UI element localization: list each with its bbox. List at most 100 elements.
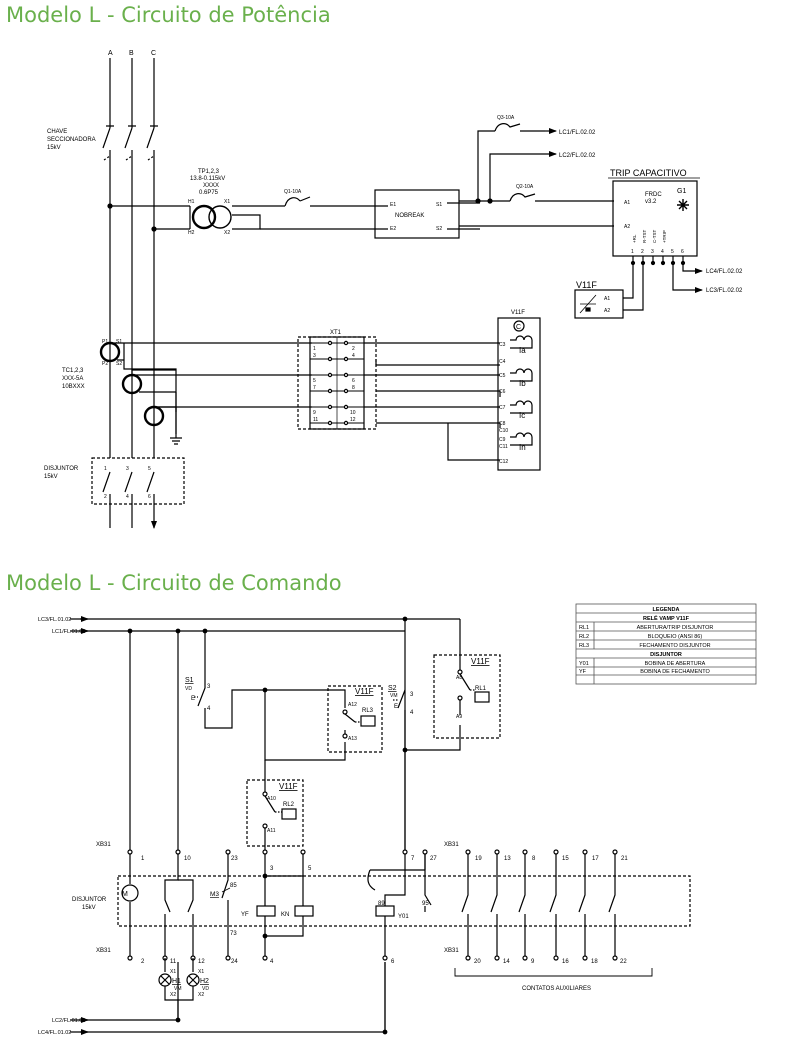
- nb-term-e1: E1: [390, 202, 396, 208]
- mid-num-89: 89: [378, 901, 385, 907]
- tc-label-2: XXX-5A: [62, 376, 83, 382]
- s2-switch: [393, 689, 406, 850]
- motor-m-label: M: [122, 891, 128, 898]
- tc-label-3: 10BXXX: [62, 384, 85, 390]
- v11f-small-a1: A1: [604, 296, 610, 302]
- s1-e-label: E: [191, 696, 195, 702]
- phase-b-label: B: [129, 50, 134, 57]
- relay-title: V11F: [511, 310, 525, 316]
- xt-num-10: 10: [350, 410, 356, 416]
- top-num-10: 10: [184, 856, 191, 862]
- nobreak-box: [260, 189, 480, 239]
- a10-label: A10: [267, 796, 276, 802]
- top-num-7: 7: [411, 856, 415, 862]
- s2-sub-label: VM: [390, 693, 398, 699]
- trip-input-a1: A1: [624, 200, 630, 206]
- relay-term-c5: C5: [499, 373, 506, 379]
- relay-coil-ib: Ib: [519, 379, 526, 388]
- dj-bot-2: 2: [104, 494, 107, 500]
- mid-num-73: 73: [230, 931, 237, 937]
- relay-c-symbol: C: [516, 324, 521, 331]
- lc2-power-label: LC2/FL.02.02: [559, 153, 596, 159]
- v11f-small-a2: A2: [604, 308, 610, 314]
- terminal-nodes: [127, 849, 618, 961]
- nb-term-e2: E2: [390, 226, 396, 232]
- tc-term-p1: P1: [102, 339, 108, 345]
- tc-label-1: TC1,2,3: [62, 368, 84, 374]
- tp-term-h1: H1: [188, 199, 195, 205]
- tp-label-4: 0.6P75: [199, 190, 219, 196]
- trip-pin-rtst: R-TST: [642, 230, 647, 243]
- xt-num-9: 9: [313, 410, 316, 416]
- bot-num-11: 11: [170, 959, 177, 965]
- nb-term-s2: S2: [436, 226, 442, 232]
- top-num-13: 13: [504, 856, 511, 862]
- power-circuit-title: Modelo L - Circuito de Potência: [6, 3, 331, 27]
- phase-a-label: A: [108, 50, 113, 57]
- s1-num-4: 4: [207, 706, 211, 712]
- m3-label: M3: [210, 891, 219, 898]
- trip-num-5: 5: [671, 249, 674, 255]
- top-num-8: 8: [532, 856, 536, 862]
- xt1-label: XT1: [330, 330, 342, 336]
- trip-capacitivo-box: [608, 177, 703, 311]
- dj-top-1: 1: [104, 466, 107, 472]
- xt1-terminal-block: [297, 336, 501, 461]
- legend-section-2: DISJUNTOR: [650, 652, 682, 658]
- h1-label: H1: [172, 978, 181, 985]
- relay-term-c8: C8: [499, 421, 506, 427]
- auxiliary-contacts: [424, 854, 653, 977]
- xt-num-5: 5: [313, 378, 316, 384]
- legend-desc-rl1: ABERTURA/TRIP DISJUNTOR: [637, 625, 714, 631]
- xt-num-12: 12: [350, 417, 356, 423]
- trip-num-1: 1: [631, 249, 634, 255]
- tc-term-s2: S2: [116, 361, 122, 367]
- a11-label: A11: [267, 828, 276, 834]
- nb-term-s1: S1: [436, 202, 442, 208]
- top-num-23: 23: [231, 856, 238, 862]
- a13-label: A13: [348, 736, 357, 742]
- s2-e-label: E: [394, 704, 398, 710]
- h2-x1-label: X1: [198, 969, 204, 975]
- relay-term-c6: C6: [499, 389, 506, 395]
- trip-input-a2: A2: [624, 224, 630, 230]
- tp-label-3: XXXX: [203, 183, 219, 189]
- h1-sub-label: VM: [174, 986, 182, 992]
- v11f-rl1-title: V11F: [471, 657, 490, 666]
- top-num-3: 3: [270, 866, 274, 872]
- legend-code-rl3: RL3: [579, 643, 589, 649]
- top-num-5: 5: [308, 866, 312, 872]
- bot-num-12: 12: [198, 959, 205, 965]
- legend-desc-yf: BOBINA DE FECHAMENTO: [640, 669, 710, 675]
- current-transformers: [99, 341, 312, 445]
- v11f-rl3-box: [262, 685, 383, 761]
- trip-pin-ctst: C-TST: [652, 230, 657, 243]
- legend-desc-y01: BOBINA DE ABERTURA: [645, 661, 706, 667]
- dj-bot-6: 6: [148, 494, 151, 500]
- s2-label: S2: [388, 685, 397, 692]
- relay-term-c12: C12: [499, 459, 508, 465]
- disjuntor-cmd-label-2: 15kV: [82, 905, 96, 911]
- tp-label-1: TP1,2,3: [198, 169, 220, 175]
- h2-sub-label: VD: [202, 986, 209, 992]
- q2-label: Q2-10A: [516, 184, 534, 190]
- lc1-cmd-label: LC1/FL.01.02: [52, 629, 85, 635]
- trip-pin-rl: +RL: [632, 234, 637, 243]
- v11f-rl2-box: [246, 760, 304, 850]
- tp-term-h2: H2: [188, 230, 195, 236]
- trip-pin-trip: +TRIP: [662, 230, 667, 243]
- mid-num-85: 85: [230, 883, 237, 889]
- top-num-17: 17: [592, 856, 599, 862]
- tc-term-s1: S1: [116, 339, 122, 345]
- h2-label: H2: [200, 978, 209, 985]
- phase-lines: [102, 58, 158, 528]
- xt-num-3: 3: [313, 353, 316, 359]
- disjuntor-cmd-label-1: DISJUNTOR: [72, 897, 107, 903]
- frdc-label: FRDC: [645, 192, 662, 198]
- bot-num-22: 22: [620, 959, 627, 965]
- disjuntor-power-box: [91, 457, 185, 505]
- trip-num-3: 3: [651, 249, 654, 255]
- top-num-1: 1: [141, 856, 145, 862]
- legend-desc-rl2: BLOQUEIO (ANSI 86): [648, 634, 703, 640]
